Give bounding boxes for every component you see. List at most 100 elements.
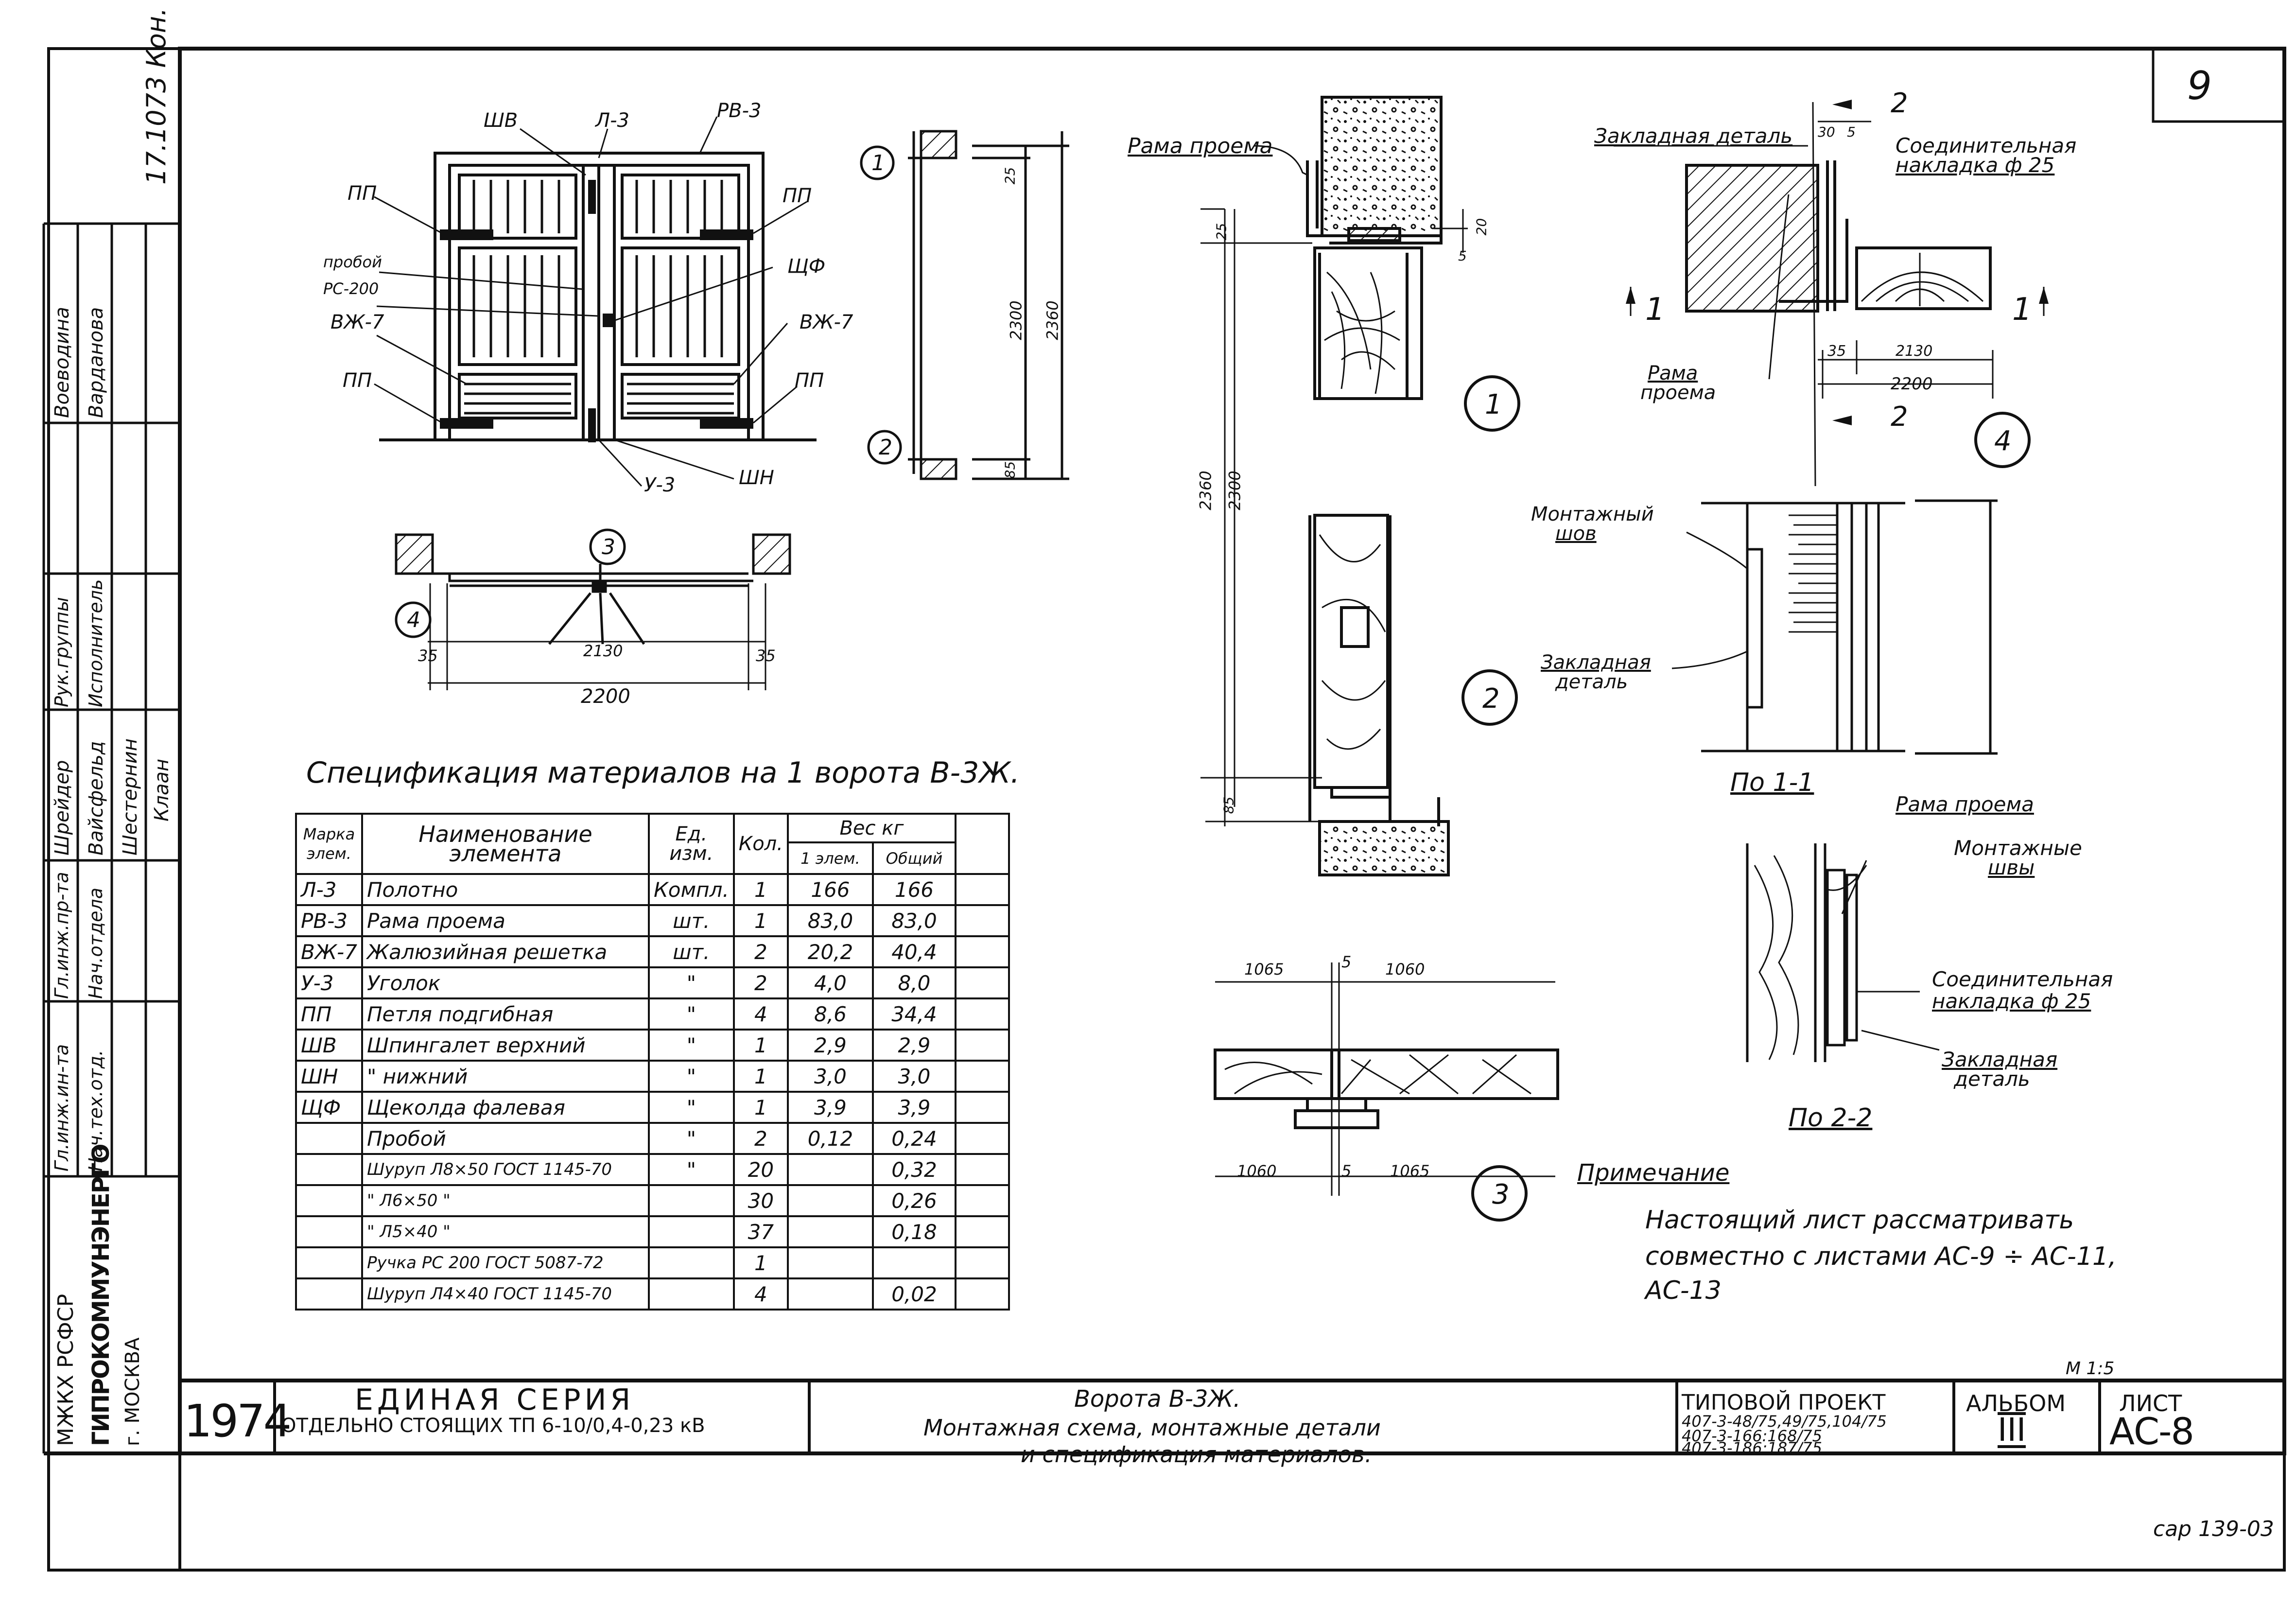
dim-25: 25	[1002, 167, 1018, 185]
spec-cell-unit: Компл.	[647, 873, 735, 906]
node4-dim-2200: 2200	[1891, 374, 1933, 394]
spec-cell-total: 2,9	[871, 1029, 957, 1062]
spec-cell-blank	[954, 1122, 1010, 1155]
tb-title2: Монтажная схема, монтажные детали	[923, 1415, 1381, 1441]
spec-cell-blank	[954, 1091, 1010, 1124]
spec-cell-unit: "	[647, 997, 735, 1031]
spec-cell-name: Рама проема	[361, 904, 650, 937]
label-probou: пробой	[323, 253, 382, 271]
spec-cell-qty: 4	[732, 997, 789, 1031]
spec-cell-name: Жалюзийная решетка	[361, 935, 650, 968]
node2-dim-85: 85	[1220, 796, 1237, 814]
s22-zakl2: деталь	[1954, 1067, 2030, 1091]
stamp-name-3: Шестернин	[119, 738, 141, 856]
spec-cell-blank	[954, 1153, 1010, 1186]
node2-dim-2360: 2360	[1196, 471, 1215, 510]
tb-series1: ЕДИНАЯ СЕРИЯ	[355, 1383, 635, 1417]
stamp-role-6: Исполнитель	[85, 579, 106, 707]
label-shn: ШН	[739, 467, 774, 489]
dim-85: 85	[1002, 461, 1018, 479]
tb-sheet-label: ЛИСТ	[2119, 1390, 2182, 1416]
spec-cell-total: 3,0	[871, 1060, 957, 1093]
spec-cell-total	[871, 1246, 957, 1279]
label-u3: У-3	[644, 474, 676, 496]
spec-cell-unit: "	[647, 1122, 735, 1155]
tb-title1: Ворота В-3Ж.	[1074, 1385, 1241, 1413]
spec-cell-total: 0,18	[871, 1215, 957, 1248]
label-vzh7-right: ВЖ-7	[800, 311, 853, 333]
spec-cell-total: 0,26	[871, 1184, 957, 1217]
spec-cell-total: 34,4	[871, 997, 957, 1031]
spec-cell-unit	[647, 1215, 735, 1248]
spec-cell-mark: У-3	[295, 966, 363, 999]
dim-2300: 2300	[1007, 300, 1026, 340]
spec-cell-unit: "	[647, 1091, 735, 1124]
marker-3: 3	[602, 535, 615, 559]
stamp-role-5: Рук.группы	[51, 597, 72, 707]
spec-cell-unit: шт.	[647, 935, 735, 968]
spec-cell-blank	[954, 935, 1010, 968]
spec-cell-per	[786, 1246, 874, 1279]
node4-nakl: накладка ф 25	[1896, 153, 2055, 177]
spec-cell-qty: 1	[732, 1060, 789, 1093]
spec-cell-unit: шт.	[647, 904, 735, 937]
dim-2130: 2130	[583, 642, 623, 660]
spec-cell-blank	[954, 1184, 1010, 1217]
spec-cell-blank	[954, 1029, 1010, 1062]
spec-cell-mark: ЩФ	[295, 1091, 363, 1124]
spec-cell-unit: "	[647, 1060, 735, 1093]
spec-cell-unit: "	[647, 1153, 735, 1186]
stamp-name-5: Воеводина	[51, 307, 73, 418]
s22-mont2: швы	[1988, 856, 2035, 879]
spec-cell-blank	[954, 1060, 1010, 1093]
stamp-role-4: Нач.отдела	[85, 887, 106, 999]
spec-title: Спецификация материалов на 1 ворота В-3Ж…	[306, 756, 1020, 790]
node1-marker: 1	[1485, 389, 1502, 420]
spec-cell-total: 166	[871, 873, 957, 906]
s11-caption: По 1-1	[1730, 768, 1814, 797]
node2-marker: 2	[1482, 683, 1500, 715]
spec-h-name: Наименование элемента	[361, 813, 650, 875]
node3-dim-5-top: 5	[1341, 953, 1352, 971]
spec-cell-per: 83,0	[786, 904, 874, 937]
spec-cell-mark: ШН	[295, 1060, 363, 1093]
spec-cell-per: 3,0	[786, 1060, 874, 1093]
label-pp-bl: ПП	[343, 369, 372, 392]
spec-cell-total: 0,02	[871, 1277, 957, 1311]
label-l3: Л-3	[595, 109, 629, 132]
node3-dim-5-bottom: 5	[1341, 1162, 1352, 1180]
label-pp-tl: ПП	[348, 182, 377, 205]
node4-cut2-bottom: 2	[1891, 401, 1908, 433]
spec-cell-qty: 20	[732, 1153, 789, 1186]
tb-series2: ОТДЕЛЬНО СТОЯЩИХ ТП 6-10/0,4-0,23 кВ	[281, 1415, 705, 1437]
node2-dim-2300: 2300	[1225, 471, 1244, 510]
spec-cell-unit	[647, 1184, 735, 1217]
stamp-name-2: Вайсфельд	[85, 741, 107, 856]
tb-project-1: 407-3-48/75,49/75,104/75	[1682, 1412, 1887, 1431]
spec-cell-name: Шуруп Л8×50 ГОСТ 1145-70	[361, 1153, 650, 1186]
label-pp-tr: ПП	[783, 185, 812, 207]
scale: М 1:5	[2066, 1359, 2115, 1379]
s22-caption: По 2-2	[1789, 1103, 1873, 1133]
spec-cell-per	[786, 1215, 874, 1248]
spec-cell-name: Ручка РС 200 ГОСТ 5087-72	[361, 1246, 650, 1279]
spec-h-total: Общий	[871, 841, 957, 875]
spec-cell-name: " Л6×50 "	[361, 1184, 650, 1217]
spec-cell-total: 8,0	[871, 966, 957, 999]
spec-cell-mark: ВЖ-7	[295, 935, 363, 968]
spec-cell-name: Щеколда фалевая	[361, 1091, 650, 1124]
dim-2200: 2200	[581, 685, 630, 708]
spec-cell-total: 40,4	[871, 935, 957, 968]
spec-cell-per: 20,2	[786, 935, 874, 968]
spec-cell-qty: 2	[732, 1122, 789, 1155]
